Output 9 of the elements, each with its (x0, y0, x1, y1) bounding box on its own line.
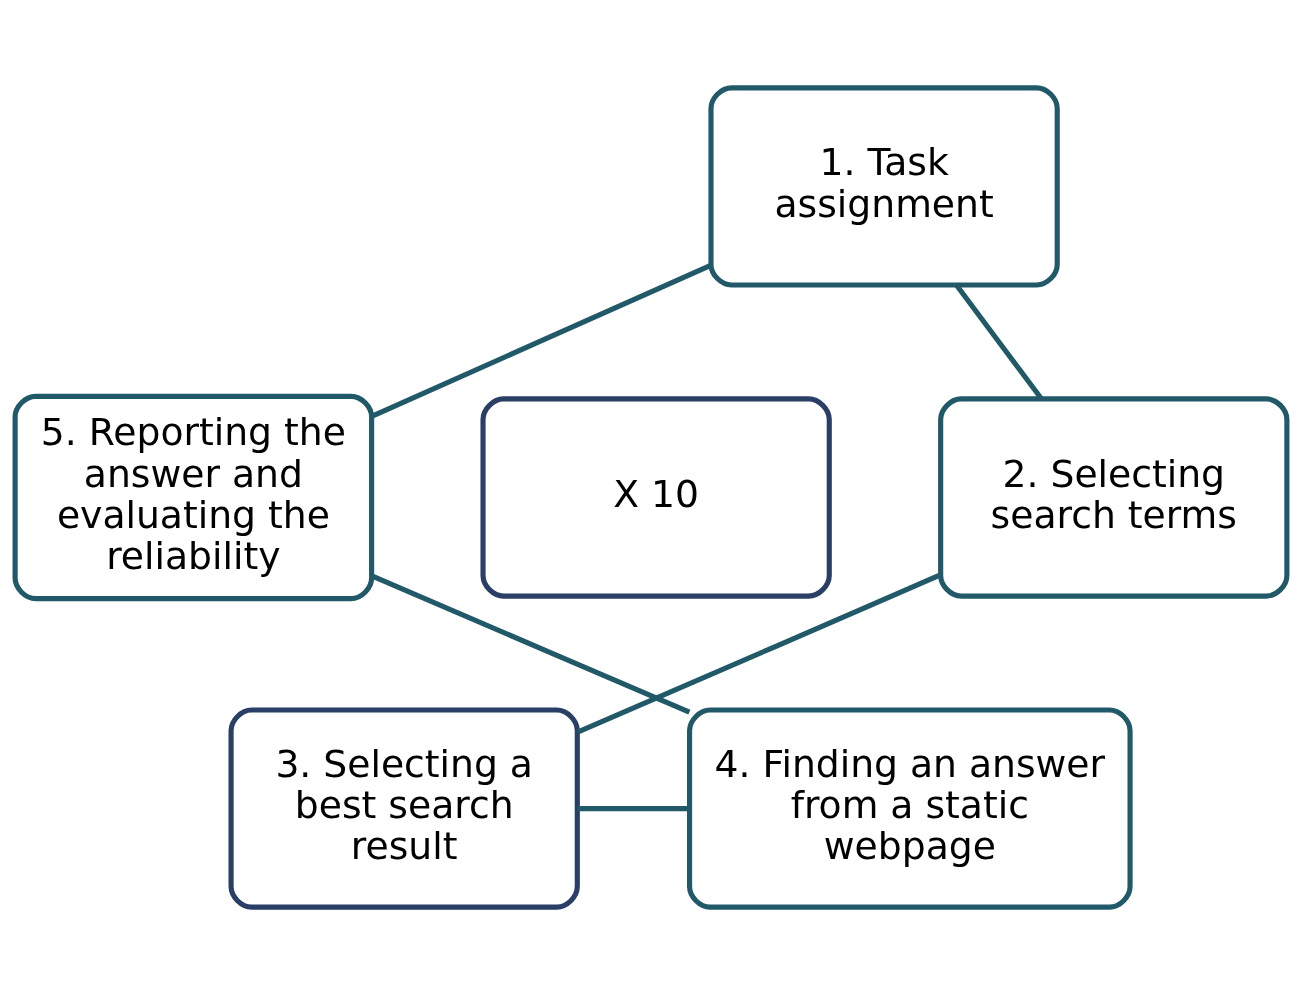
node-box: 4. Finding an answer from a static webpage (687, 706, 1133, 910)
node-box: 5. Reporting the answer and evaluating the reliability (12, 393, 375, 601)
node-box: X 10 (480, 395, 832, 599)
connector (577, 805, 690, 811)
connector (576, 572, 942, 734)
node-box: 3. Selecting a best search result (228, 706, 580, 910)
connector (370, 262, 712, 419)
node-box: 2. Selecting search terms (938, 395, 1290, 599)
node-box: 1. Task assignment (708, 84, 1060, 288)
